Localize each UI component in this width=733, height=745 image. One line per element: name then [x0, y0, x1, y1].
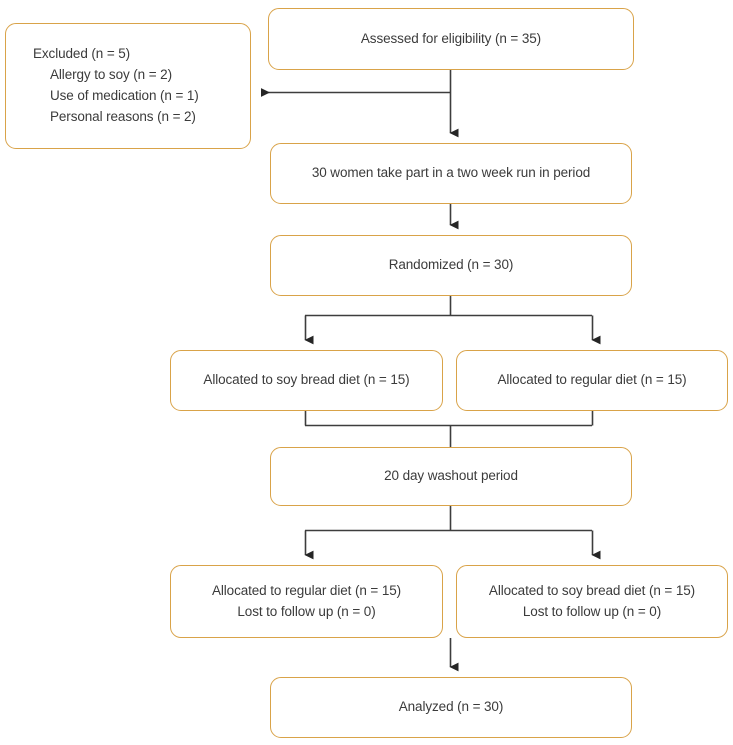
node-allocated-soy-bread-period2-line1: Allocated to soy bread diet (n = 15) [488, 582, 696, 598]
node-allocated-regular-period2-line2: Lost to follow up (n = 0) [237, 603, 376, 619]
excluded-reason-personal: Personal reasons (n = 2) [50, 108, 196, 124]
node-excluded: Excluded (n = 5) Allergy to soy (n = 2) … [5, 23, 251, 149]
node-washout-label: 20 day washout period [384, 468, 518, 484]
node-assessed-label: Assessed for eligibility (n = 35) [360, 30, 542, 46]
node-run-in-label: 30 women take part in a two week run in … [311, 165, 591, 181]
node-allocated-regular-period2: Allocated to regular diet (n = 15) Lost … [170, 565, 443, 638]
excluded-reason-medication: Use of medication (n = 1) [50, 88, 199, 103]
node-allocated-regular-period2-line1: Allocated to regular diet (n = 15) [211, 582, 402, 598]
node-run-in-period: 30 women take part in a two week run in … [270, 143, 632, 204]
node-assessed-for-eligibility: Assessed for eligibility (n = 35) [268, 8, 634, 70]
excluded-heading: Excluded (n = 5) [33, 46, 131, 62]
node-allocated-regular-period1-label: Allocated to regular diet (n = 15) [497, 372, 687, 388]
node-randomized: Randomized (n = 30) [270, 235, 632, 296]
excluded-reason-allergy: Allergy to soy (n = 2) [50, 67, 172, 83]
node-randomized-label: Randomized (n = 30) [388, 257, 514, 273]
node-allocated-soy-bread-period1-label: Allocated to soy bread diet (n = 15) [203, 372, 410, 388]
node-allocated-soy-bread-period2-line2: Lost to follow up (n = 0) [522, 603, 662, 619]
node-analyzed-label: Analyzed (n = 30) [398, 699, 504, 715]
node-allocated-regular-period1: Allocated to regular diet (n = 15) [456, 350, 728, 411]
node-allocated-soy-bread-period1: Allocated to soy bread diet (n = 15) [170, 350, 443, 411]
node-allocated-soy-bread-period2: Allocated to soy bread diet (n = 15) Los… [456, 565, 728, 638]
node-washout-period: 20 day washout period [270, 447, 632, 506]
node-analyzed: Analyzed (n = 30) [270, 677, 632, 738]
